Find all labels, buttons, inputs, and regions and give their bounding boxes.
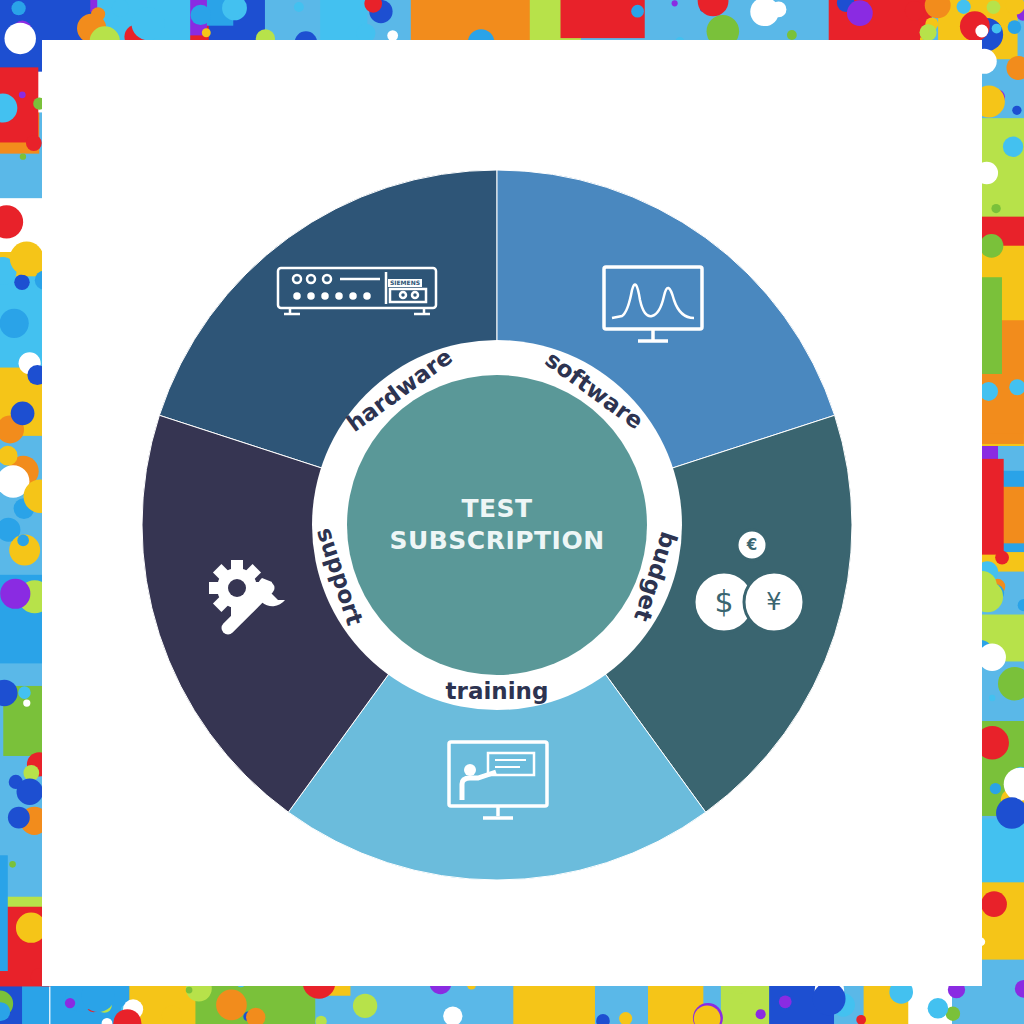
currency-symbol: $ (714, 587, 733, 617)
software-monitor-icon (604, 267, 702, 341)
brand-mark: SIEMENS (388, 279, 422, 287)
ring-label: training (446, 680, 549, 703)
gear-wrench-icon (209, 560, 285, 628)
training-screen-icon (449, 742, 547, 818)
center-circle: TEST SUBSCRIPTION (347, 375, 647, 675)
currency-symbol: ¥ (766, 590, 781, 614)
currency-symbol: € (747, 538, 757, 553)
hardware-icon (278, 268, 436, 314)
currency-coins-icon (694, 530, 804, 632)
center-title: TEST SUBSCRIPTION (382, 493, 612, 558)
